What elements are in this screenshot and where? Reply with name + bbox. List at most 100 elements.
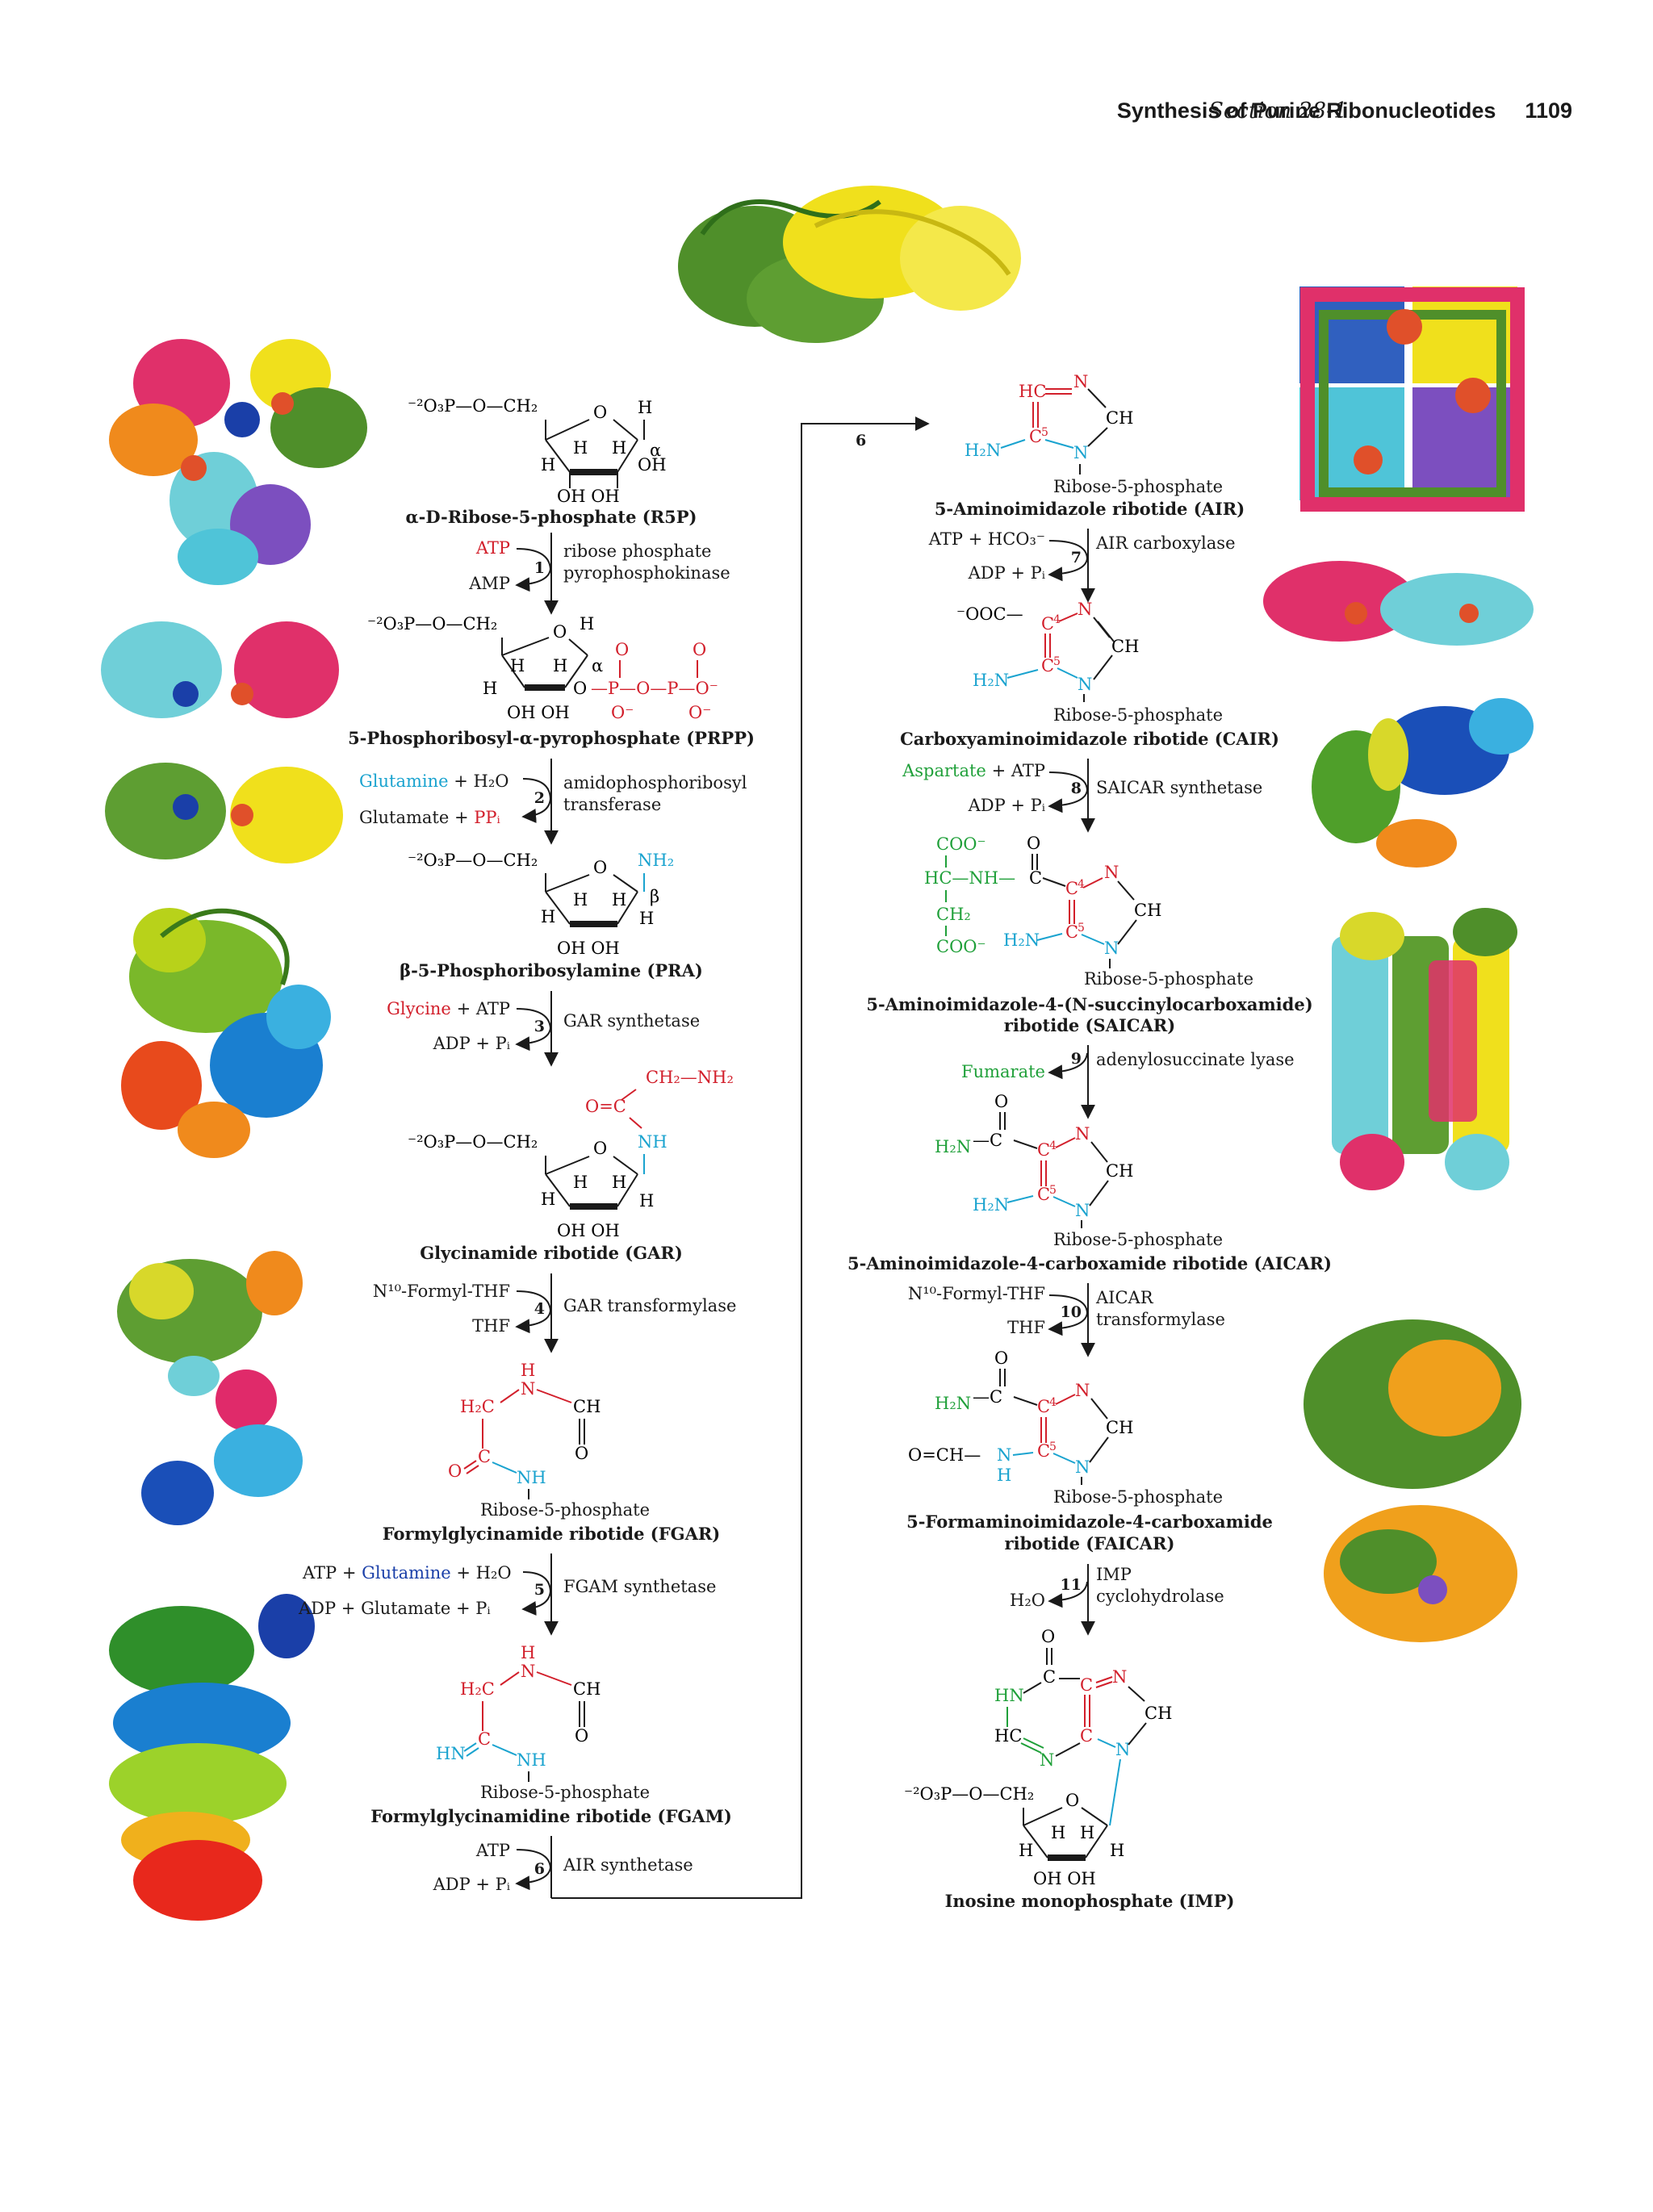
molecule-faicar: O H₂N —C C 4 N CH C 5 O=CH— N H N (908, 1349, 1133, 1485)
step-11-output: H₂O (1010, 1591, 1045, 1610)
compound-label-pra: β-5-Phosphoribosylamine (PRA) (400, 960, 703, 981)
svg-text:O: O (615, 640, 629, 659)
step-9-number: 9 (1071, 1050, 1082, 1068)
svg-text:CH: CH (1111, 637, 1139, 656)
svg-text:O: O (448, 1461, 462, 1481)
svg-text:OH OH: OH OH (1033, 1869, 1096, 1888)
step-3-output: ADP + Pᵢ (433, 1034, 510, 1053)
molecule-aicar: O H₂N —C C 4 N CH C 5 H₂N N (935, 1092, 1133, 1228)
step-9: Fumarate 9 adenylosuccinate lyase (961, 1045, 1295, 1119)
svg-text:H: H (573, 438, 588, 458)
step-3-input-a: Glycine (387, 999, 451, 1018)
step-8-input-b: + ATP (992, 761, 1045, 780)
svg-text:O: O (573, 679, 587, 698)
svg-text:N: N (997, 1445, 1011, 1465)
svg-text:OH OH: OH OH (507, 703, 570, 722)
step-3-input: Glycine + ATP (387, 999, 510, 1018)
svg-text:—C: —C (973, 1131, 1002, 1150)
step-10-output: THF (1007, 1318, 1045, 1337)
step-2: Glutamine + H₂O Glutamate + PPᵢ 2 amidop… (359, 759, 747, 845)
svg-text:CH: CH (1106, 1418, 1133, 1437)
svg-text:H: H (638, 398, 652, 417)
step-11-number: 11 (1061, 1576, 1082, 1594)
protein-structure-top (678, 186, 1021, 343)
svg-text:NH: NH (517, 1468, 546, 1487)
step-11: H₂O 11 IMP cyclohydrolase (1010, 1564, 1224, 1636)
svg-text:⁻OOC—: ⁻OOC— (956, 604, 1023, 624)
svg-text:N: N (1073, 372, 1088, 391)
compound-label-faicar-1: 5-Formaminoimidazole-4-carboxamide (906, 1512, 1273, 1532)
svg-text:H: H (541, 455, 555, 475)
svg-text:HC: HC (1019, 382, 1046, 401)
svg-text:H₂N: H₂N (973, 671, 1009, 690)
svg-text:N: N (1104, 939, 1119, 958)
svg-text:O: O (593, 858, 607, 877)
svg-text:N: N (1040, 1750, 1054, 1770)
svg-text:5: 5 (1078, 922, 1085, 935)
svg-text:H: H (1051, 1823, 1065, 1842)
compound-label-air: 5-Aminoimidazole ribotide (AIR) (935, 499, 1245, 519)
compound-label-fgam: Formylglycinamidine ribotide (FGAM) (370, 1806, 732, 1826)
step-8-output: ADP + Pᵢ (968, 796, 1045, 815)
step-2-output: Glutamate + PPᵢ (359, 808, 500, 827)
svg-text:C: C (478, 1447, 491, 1466)
svg-text:H: H (541, 907, 555, 926)
faicar-ribose-label: Ribose-5-phosphate (1053, 1487, 1223, 1507)
step-3-enzyme: GAR synthetase (563, 1011, 700, 1031)
aicar-ribose-label: Ribose-5-phosphate (1053, 1230, 1223, 1249)
compound-label-r5p: α-D-Ribose-5-phosphate (R5P) (406, 507, 697, 527)
svg-text:CH: CH (1134, 901, 1161, 920)
compound-label-faicar-2: ribotide (FAICAR) (1005, 1533, 1175, 1553)
svg-text:C: C (1080, 1675, 1093, 1695)
compound-label-gar: Glycinamide ribotide (GAR) (420, 1243, 683, 1263)
svg-text:—C: —C (973, 1387, 1002, 1407)
svg-text:H: H (639, 1191, 654, 1211)
compound-label-saicar-1: 5-Aminoimidazole-4-(N-succinylocarboxami… (866, 994, 1312, 1014)
saicar-ribose-label: Ribose-5-phosphate (1084, 969, 1253, 989)
step-11-enzyme-line2: cyclohydrolase (1096, 1587, 1224, 1606)
molecule-cair: ⁻OOC— C 4 N CH C 5 H₂N N (956, 600, 1139, 702)
svg-text:H: H (510, 656, 525, 675)
step-5-output: ADP + Glutamate + Pᵢ (298, 1599, 491, 1618)
step-6: ATP ADP + Pᵢ 6 AIR synthetase (433, 1836, 693, 1898)
molecule-fgar: H N H₂C CH O C O NH (448, 1361, 601, 1499)
step-7-number: 7 (1071, 549, 1082, 567)
svg-text:O⁻: O⁻ (688, 703, 711, 722)
step-10-enzyme-line2: transformylase (1096, 1310, 1225, 1329)
protein-structure-5 (109, 1594, 315, 1921)
svg-text:HC: HC (994, 1726, 1022, 1746)
step-3-input-b: + ATP (457, 999, 510, 1018)
step-5-input-c: + H₂O (456, 1563, 511, 1583)
step-8-number: 8 (1071, 780, 1082, 797)
molecule-pra: ⁻²O₃P—O—CH₂ O NH₂ β H H H H OH OH (408, 851, 674, 958)
svg-text:H₂N: H₂N (1003, 930, 1040, 950)
svg-text:COO⁻: COO⁻ (936, 834, 986, 854)
protein-structure-9 (1332, 908, 1517, 1190)
step-8: Aspartate + ATP ADP + Pᵢ 8 SAICAR synthe… (902, 759, 1262, 833)
step-2-output-b: PPᵢ (474, 808, 500, 827)
step-2-input: Glutamine + H₂O (359, 771, 508, 791)
svg-text:O: O (994, 1349, 1008, 1368)
step-11-enzyme-line1: IMP (1096, 1565, 1132, 1584)
step-3-number: 3 (534, 1018, 545, 1035)
svg-text:4: 4 (1053, 613, 1061, 626)
svg-text:H: H (521, 1361, 535, 1380)
molecule-fgam: H N H₂C CH O C HN NH (436, 1643, 601, 1782)
svg-text:OH OH: OH OH (557, 487, 620, 506)
svg-text:H₂N: H₂N (973, 1195, 1009, 1215)
svg-text:O: O (593, 403, 607, 422)
column-connector: 6 (551, 416, 930, 1899)
svg-text:H: H (573, 1173, 588, 1192)
svg-text:β: β (650, 887, 659, 906)
compound-label-aicar: 5-Aminoimidazole-4-carboxamide ribotide … (847, 1253, 1332, 1273)
step-1-enzyme-line2: pyrophosphokinase (563, 563, 730, 583)
svg-text:α: α (592, 656, 603, 675)
step-2-input-b: + H₂O (454, 771, 508, 791)
cair-ribose-label: Ribose-5-phosphate (1053, 705, 1223, 725)
protein-structure-7 (1263, 561, 1534, 646)
svg-text:H₂N: H₂N (965, 441, 1001, 460)
section-title-text: Synthesis of Purine Ribonucleotides (1116, 98, 1496, 123)
step-1: ATP AMP 1 ribose phosphate pyrophosphoki… (468, 533, 730, 615)
svg-text:O: O (1027, 834, 1040, 853)
svg-text:H₂C: H₂C (460, 1397, 495, 1416)
